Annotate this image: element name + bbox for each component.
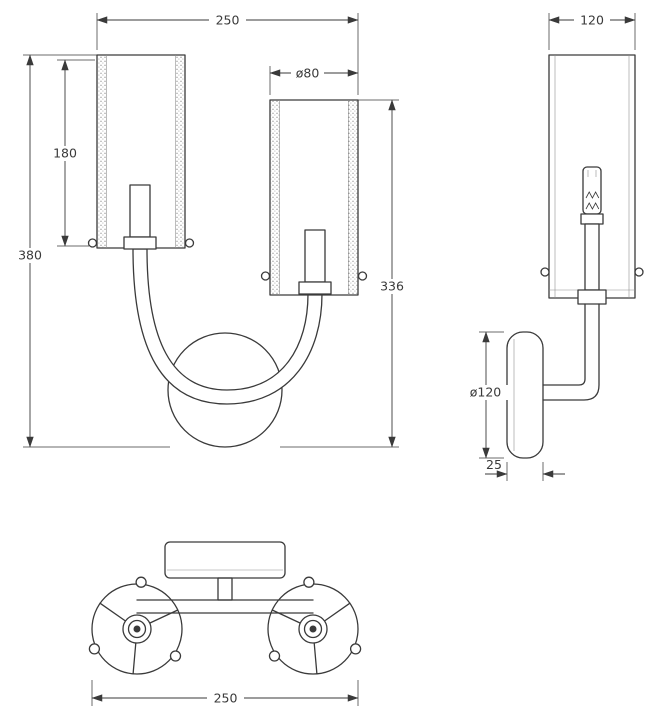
rim-screw [303,576,315,588]
hub-inner [127,619,147,639]
right-socket-tube [304,229,326,283]
bulb-pinch [587,170,597,177]
rim-screw [135,576,147,588]
front-dimensions: 250 ø80 180 380 336 [12,13,410,448]
rim-screw [268,650,281,662]
dim-backplate-diameter: ø120 [470,385,502,400]
hub-center [309,625,317,633]
dim-backplate-thickness: 25 [486,457,502,472]
hub-center [133,625,141,633]
rim-screw [349,643,362,655]
label-mask [12,248,48,263]
side-arm-outer [542,303,600,401]
right-shade-plan [267,576,362,675]
wall-plate-side [506,331,544,459]
dim-side-depth: 120 [580,13,604,28]
dim-front-overall-width: 250 [216,13,240,28]
wall-plate-front [167,332,283,448]
wheel-spoke [271,609,301,624]
label-mask [209,13,246,27]
plan-dimensions: 250 [91,680,359,706]
right-shade-texture-right [348,100,358,295]
side-shade-screw-left [540,267,550,277]
side-view [506,54,644,459]
rim-screw [169,650,182,662]
label-mask [574,13,610,27]
left-shade-texture-left [97,55,107,248]
rim-screw [88,643,101,655]
side-socket-flange [577,289,607,305]
wall-plate-plan [164,541,286,579]
bulb-base [580,213,604,225]
bulb-filament [585,191,600,210]
dim-front-overall-height: 380 [18,248,42,263]
side-dimensions: 120 ø120 25 [463,13,636,481]
label-mask [374,279,410,294]
left-shade-screw-right [184,238,195,248]
wheel-spoke [99,602,127,622]
right-socket-flange [298,281,332,295]
plan-view [88,541,362,675]
left-shade-plan [88,576,183,675]
dim-plan-overall-width: 250 [214,691,238,706]
wheel-spoke [323,602,351,622]
dim-front-upper-height: 336 [380,279,404,294]
label-mask [207,691,244,705]
dim-front-shade-height: 180 [53,146,77,161]
side-socket-tube [584,223,600,291]
label-mask [463,385,508,400]
label-mask [47,146,83,161]
left-socket-tube [129,184,151,238]
right-shade-texture-left [270,100,280,295]
right-shade-screw-right [357,271,368,281]
right-shade-screw-left [260,271,271,281]
left-socket-flange [123,236,157,250]
left-shade-screw-left [87,238,98,248]
side-shade-screw-right [634,267,644,277]
side-arm-inner [542,303,586,386]
front-view [87,54,368,448]
wheel-spoke [313,642,318,675]
wheel-spoke [149,609,179,624]
hub-inner [303,619,323,639]
dim-front-shade-diameter: ø80 [296,66,320,81]
left-shade-texture-right [175,55,185,248]
plan-stem [217,577,233,601]
right-shade-glass [269,99,359,296]
wheel-spoke [132,642,137,675]
label-mask [291,66,324,80]
